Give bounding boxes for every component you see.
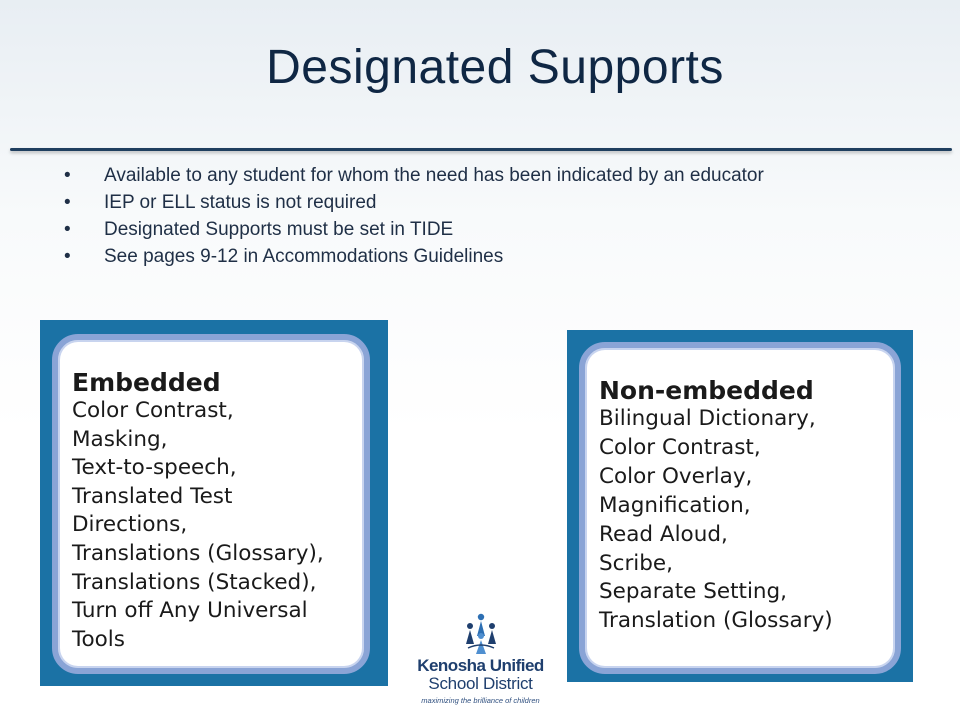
- bullet-text: See pages 9-12 in Accommodations Guideli…: [104, 246, 504, 267]
- bullet-list: • Available to any student for whom the n…: [60, 165, 860, 273]
- non-embedded-item: Color Contrast,: [599, 434, 761, 460]
- bullet-text: Designated Supports must be set in TIDE: [104, 219, 454, 240]
- title-divider: [10, 148, 952, 151]
- embedded-item: Directions,: [72, 512, 188, 538]
- embedded-item: Tools: [72, 626, 125, 652]
- embedded-item: Text-to-speech,: [72, 455, 237, 481]
- non-embedded-item: Separate Setting,: [599, 579, 788, 605]
- non-embedded-item: Magnification,: [599, 492, 751, 518]
- embedded-item: Color Contrast,: [72, 398, 234, 423]
- embedded-item: Translations (Stacked),: [72, 569, 317, 595]
- bullet-item: • IEP or ELL status is not required: [60, 192, 860, 214]
- bullet-text: Available to any student for whom the ne…: [104, 165, 764, 186]
- kusd-logo: Kenosha Unified School District maximizi…: [398, 612, 563, 712]
- embedded-item: Masking,: [72, 426, 168, 452]
- bullet-item: • Available to any student for whom the n…: [60, 165, 860, 187]
- bullet-icon: •: [64, 246, 71, 267]
- non-embedded-list: Bilingual Dictionary, Color Contrast, Co…: [599, 405, 879, 636]
- bullet-icon: •: [64, 165, 71, 186]
- non-embedded-item: Scribe,: [599, 550, 673, 576]
- logo-district: School District: [428, 674, 533, 693]
- embedded-list: Color Contrast, Masking, Text-to-speech,…: [72, 397, 348, 654]
- embedded-item: Translations (Glossary),: [72, 540, 324, 566]
- non-embedded-panel: Non-embedded Bilingual Dictionary, Color…: [567, 330, 913, 682]
- figures-logo-icon: [465, 613, 496, 654]
- embedded-heading: Embedded: [72, 368, 221, 397]
- non-embedded-item: Read Aloud,: [599, 521, 728, 547]
- bullet-item: • See pages 9-12 in Accommodations Guidel…: [60, 246, 860, 268]
- non-embedded-item: Translation (Glossary): [599, 608, 833, 634]
- bullet-icon: •: [64, 219, 71, 240]
- non-embedded-item: Color Overlay,: [599, 463, 753, 489]
- logo-tagline: maximizing the brilliance of children: [421, 696, 540, 705]
- embedded-item: Turn off Any Universal: [72, 598, 308, 624]
- non-embedded-item: Bilingual Dictionary,: [599, 406, 816, 431]
- bullet-item: • Designated Supports must be set in TIDE: [60, 219, 860, 241]
- embedded-panel: Embedded Color Contrast, Masking, Text-t…: [40, 320, 388, 686]
- embedded-card: Embedded Color Contrast, Masking, Text-t…: [52, 334, 370, 674]
- logo-name: Kenosha Unified: [417, 656, 544, 675]
- slide-title: Designated Supports: [266, 41, 724, 94]
- non-embedded-heading: Non-embedded: [599, 376, 814, 405]
- embedded-item: Translated Test: [72, 483, 233, 509]
- non-embedded-card: Non-embedded Bilingual Dictionary, Color…: [579, 342, 901, 674]
- bullet-text: IEP or ELL status is not required: [104, 192, 377, 213]
- bullet-icon: •: [64, 192, 71, 213]
